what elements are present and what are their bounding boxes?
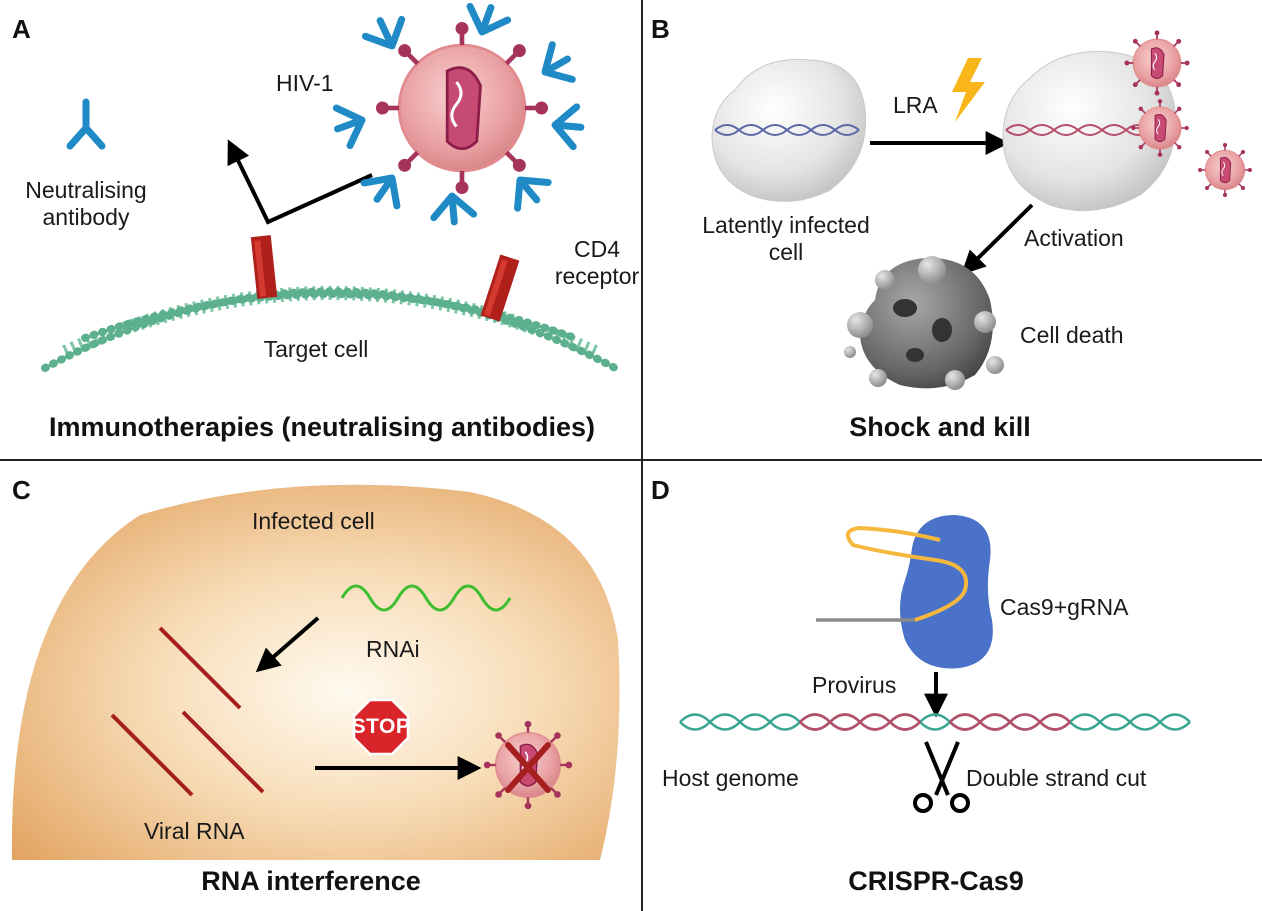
panel-a-title: Immunotherapies (neutralising antibodies… xyxy=(48,412,596,442)
antibody-legend-icon xyxy=(66,98,106,150)
rnai-arrow xyxy=(255,616,320,673)
panel-a-letter: A xyxy=(12,14,31,44)
host-genome-label: Host genome xyxy=(662,765,799,791)
death-arrow xyxy=(961,203,1034,275)
panel-b-artwork xyxy=(711,29,1253,390)
provirus-dna xyxy=(799,713,1071,731)
viral-rna-label: Viral RNA xyxy=(144,818,245,844)
activated-dna xyxy=(1005,124,1151,136)
panel-c-title: RNA interference xyxy=(201,866,421,896)
deflection-arrow xyxy=(227,139,373,225)
dead-cell xyxy=(844,256,1004,390)
panel-a-artwork xyxy=(41,2,619,372)
cas9-protein xyxy=(900,515,993,669)
stop-sign-text: STOP xyxy=(351,715,411,738)
viral-rna-strands xyxy=(110,626,265,797)
panel-d-title: CRISPR-Cas9 xyxy=(848,866,1024,896)
antibody-label: Neutralising antibody xyxy=(25,177,147,231)
hiv-label: HIV-1 xyxy=(276,70,334,96)
lightning-bolt-icon xyxy=(952,58,985,122)
activation-label: Activation xyxy=(1024,225,1124,251)
cd4-receptor-left xyxy=(250,235,278,299)
guide-rna xyxy=(845,525,969,622)
infected-cell-label: Infected cell xyxy=(252,508,375,534)
cas9-label: Cas9+gRNA xyxy=(1000,594,1129,620)
panel-d-letter: D xyxy=(651,475,670,505)
panel-c-artwork xyxy=(11,484,620,860)
target-cell-membrane xyxy=(41,286,619,372)
panel-b-letter: B xyxy=(651,14,670,44)
activated-cell xyxy=(1002,51,1177,212)
latent-cell-label: Latently infected cell xyxy=(702,212,870,266)
cd4-receptor-right xyxy=(480,254,520,322)
neutralising-antibodies xyxy=(332,2,585,226)
scissors-icon xyxy=(913,741,970,813)
cd4-receptor-label: CD4 receptor xyxy=(554,236,640,290)
latent-dna xyxy=(714,124,860,136)
target-cell-label: Target cell xyxy=(263,336,369,362)
cross-mark-icon xyxy=(505,742,551,793)
provirus-label: Provirus xyxy=(812,672,897,698)
host-genome-dna xyxy=(679,713,1191,731)
stop-sign xyxy=(352,698,410,756)
lra-label: LRA xyxy=(893,92,938,118)
rnai-label: RNAi xyxy=(366,636,420,662)
panel-d-artwork xyxy=(679,515,1191,813)
rnai-strand xyxy=(340,584,512,612)
double-strand-cut-label: Double strand cut xyxy=(966,765,1147,791)
panel-c-letter: C xyxy=(12,475,31,505)
panel-b-title: Shock and kill xyxy=(849,412,1031,442)
cell-death-label: Cell death xyxy=(1020,322,1124,348)
